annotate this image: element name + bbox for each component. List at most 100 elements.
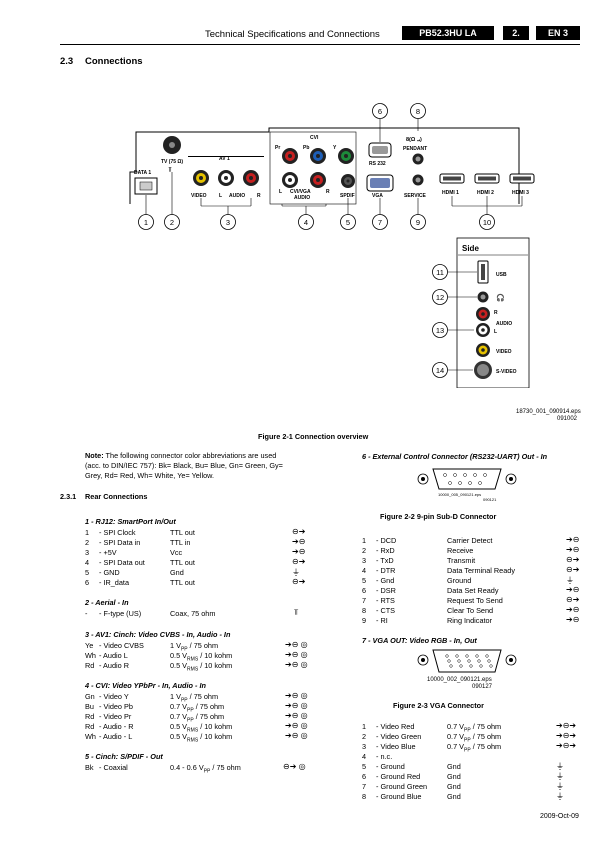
cvi-pin: Rd <box>85 722 95 731</box>
cvi-direction-icon: ➔⊖ ◎ <box>285 691 308 700</box>
vga-value: 0.7 VPP / 75 ohm <box>447 722 502 734</box>
side-panel-outline <box>456 237 530 388</box>
rj12-direction-icon: ➔⊖ <box>292 547 306 556</box>
svg-text:VGA: VGA <box>372 193 383 199</box>
vga-pin: 8 <box>362 792 367 801</box>
rj12-value: TTL out <box>170 578 195 587</box>
rj12-signal: - SPI Data in <box>99 538 141 547</box>
svg-text:R: R <box>494 310 498 316</box>
svg-text:PENDANT: PENDANT <box>403 146 427 152</box>
vga-signal: - Ground Green <box>376 782 428 791</box>
vga-pin: 3 <box>362 742 367 751</box>
rs232-signal: - CTS <box>376 606 396 615</box>
tv-label: TV (75 Ω) <box>161 159 183 165</box>
rs232-pin: 7 <box>362 596 367 605</box>
figure1-file-date: 091002 <box>557 416 578 422</box>
coax-symbol: ⫪ <box>168 167 172 174</box>
svg-text:Y: Y <box>333 145 337 151</box>
cvi-value: 1 VPP / 75 ohm <box>170 692 219 704</box>
vga-direction-icon: ➔⊖➔ <box>556 721 577 730</box>
rj12-value: TTL in <box>170 538 191 547</box>
callout-number-9: 9 <box>416 218 420 227</box>
rj12-value: Gnd <box>170 568 184 577</box>
callout-circle-6 <box>372 103 388 119</box>
av1-pin: Rd <box>85 661 95 670</box>
chapter-badge: 2. <box>503 26 529 40</box>
av1-value: 0.5 VRMS / 10 kohm <box>170 651 233 663</box>
vga-pin: 4 <box>362 752 367 761</box>
figure1-caption: Figure 2-1 Connection overview <box>258 432 369 441</box>
rj12-signal: - IR_data <box>99 578 130 587</box>
svg-text:HDMI 3: HDMI 3 <box>512 190 529 196</box>
svg-text:AUDIO: AUDIO <box>496 321 512 327</box>
rj12-pin: 5 <box>85 568 90 577</box>
callout-number-7: 7 <box>378 218 382 227</box>
headphone-icon: 🎧 <box>496 293 505 302</box>
subsection-title: Rear Connections <box>85 492 148 501</box>
vga-file-date: 090127 <box>472 684 493 690</box>
cvi-value: 0.5 VRMS / 10 kohm <box>170 722 233 734</box>
vga-title: 7 - VGA OUT: Video RGB - In, Out <box>362 636 477 645</box>
callout-number-3: 3 <box>226 218 230 227</box>
vga-value: Gnd <box>447 782 461 791</box>
cvi-group-box <box>269 131 357 205</box>
header-rule <box>60 44 580 45</box>
vga-pin: 2 <box>362 732 367 741</box>
rs232-pin: 1 <box>362 536 367 545</box>
rs232-signal: - RI <box>376 616 388 625</box>
subsection-number: 2.3.1 <box>60 492 77 501</box>
rj12-title: 1 - RJ12: SmartPort In/Out <box>85 517 176 526</box>
callout-circle-9 <box>410 214 426 230</box>
av1-signal: - Video CVBS <box>99 641 144 650</box>
rj12-value: TTL out <box>170 558 195 567</box>
subd9-connector-figure <box>417 468 517 490</box>
rj12-direction-icon: ⊖➔ <box>292 577 306 586</box>
callout-number-10: 10 <box>483 218 491 227</box>
callout-number-2: 2 <box>170 218 174 227</box>
callout-circle-5 <box>340 214 356 230</box>
callout-circle-13 <box>432 322 448 338</box>
rs232-direction-icon: ⊖➔ <box>566 555 580 564</box>
svg-text:L: L <box>279 189 282 195</box>
rs232-signal: - RTS <box>376 596 395 605</box>
rs232-direction-icon: ⊖➔ <box>566 565 580 574</box>
callout-number-11: 11 <box>436 268 444 277</box>
svg-text:L: L <box>494 329 497 335</box>
svg-text:HDMI 2: HDMI 2 <box>477 190 494 196</box>
callout-circle-2 <box>164 214 180 230</box>
rs232-direction-icon: ➔⊖ <box>566 585 580 594</box>
rs232-direction-icon: ➔⊖ <box>566 545 580 554</box>
section-title: Connections <box>85 56 143 67</box>
rs232-signal: - RxD <box>376 546 395 555</box>
cvi-pin: Gn <box>85 692 95 701</box>
vga-value: Gnd <box>447 772 461 781</box>
svg-text:AUDIO: AUDIO <box>229 193 245 199</box>
rs232-signal: - DTR <box>376 566 396 575</box>
cvi-signal: - Audio - R <box>99 722 134 731</box>
svg-text:AUDIO: AUDIO <box>294 195 310 201</box>
svg-text:Side: Side <box>462 244 479 253</box>
callout-circle-12 <box>432 289 448 305</box>
cvi-signal: - Audio - L <box>99 732 133 741</box>
vga-file-ref: 10000_002_090121.eps <box>427 677 492 683</box>
rj12-direction-icon: ⊖➔ <box>292 557 306 566</box>
rs232-value: Transmit <box>447 556 476 565</box>
callout-circle-8 <box>410 103 426 119</box>
rj12-value: Vcc <box>170 548 183 557</box>
svg-text:Pr: Pr <box>275 145 280 151</box>
svg-text:R: R <box>257 193 261 199</box>
rs232-direction-icon: ⏚ <box>566 576 574 585</box>
rj12-pin: 1 <box>85 528 90 537</box>
vga-caption: Figure 2-3 VGA Connector <box>393 701 484 710</box>
rs232-direction-icon: ➔⊖ <box>566 615 580 624</box>
vga-value: 0.7 VPP / 75 ohm <box>447 742 502 754</box>
color-note: Note: The following connector color abbr… <box>85 451 283 480</box>
vga-signal: - Video Green <box>376 732 422 741</box>
callout-number-8: 8 <box>416 107 420 116</box>
av1-label: AV 1 <box>219 156 230 162</box>
svg-text:VIDEO: VIDEO <box>496 349 512 355</box>
callout-number-14: 14 <box>436 366 444 375</box>
svg-text:USB: USB <box>496 272 507 278</box>
vga-signal: - Ground <box>376 762 405 771</box>
vga-signal: - Video Red <box>376 722 415 731</box>
